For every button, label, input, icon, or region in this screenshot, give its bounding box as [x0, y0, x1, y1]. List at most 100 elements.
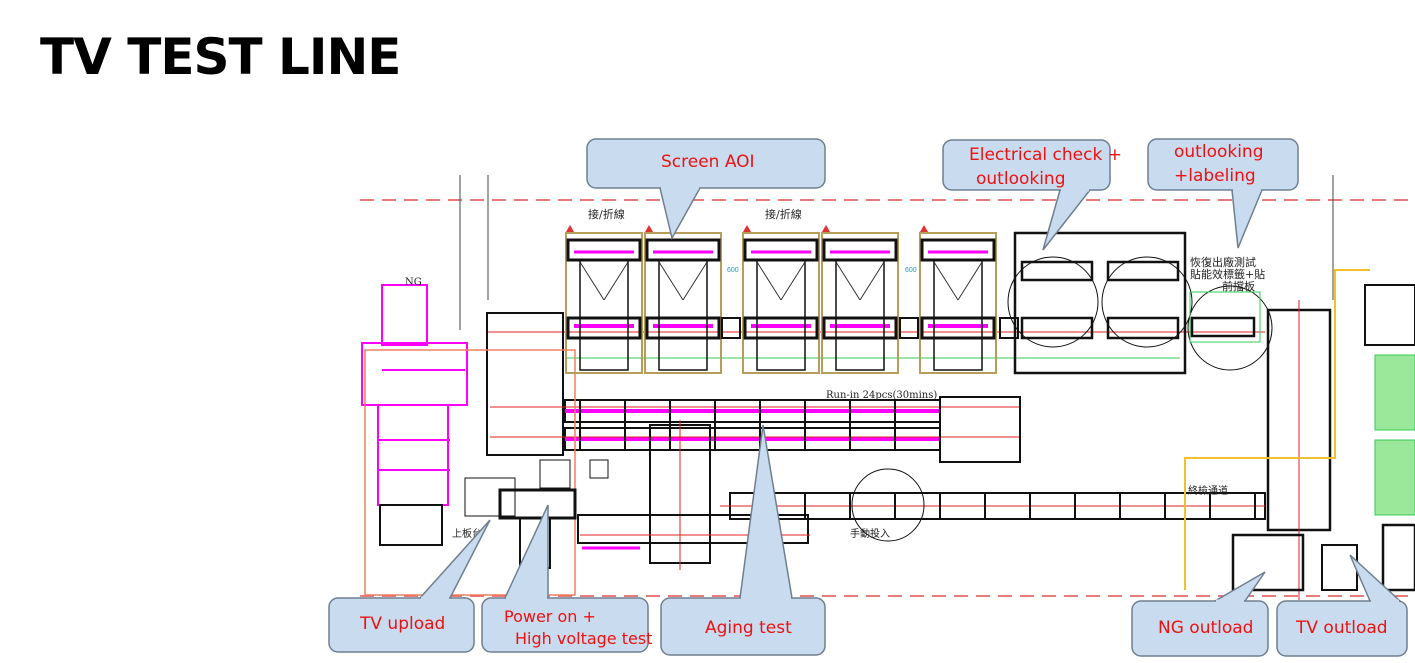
station-frame — [919, 232, 997, 374]
detail-circle — [1187, 285, 1273, 371]
side-machine — [1381, 523, 1415, 592]
electrical-conveyor — [1020, 316, 1094, 340]
electrical-fixture — [1020, 260, 1094, 282]
upload-robot-base — [464, 477, 516, 517]
callout-bubble-tv-upload — [328, 519, 491, 653]
station-brace — [859, 261, 885, 301]
aging-end-unit — [939, 396, 1021, 463]
callout-line: outlooking — [1174, 142, 1264, 162]
station-brace — [579, 261, 605, 301]
station-conveyor — [822, 316, 898, 340]
station-frame — [821, 232, 899, 374]
page-title: TV TEST LINE — [40, 28, 401, 86]
callout-bubble-electrical-check — [942, 139, 1111, 251]
final-channel-label: 終檢通道 — [1188, 484, 1228, 497]
labeling-conveyor — [1190, 316, 1256, 338]
warning-icon — [920, 225, 928, 232]
callout-box — [328, 597, 475, 653]
callout-ng-outload: NG outload — [1158, 618, 1254, 638]
lower-conveyor — [577, 514, 809, 544]
callout-box — [481, 597, 649, 653]
labeling-frame — [1189, 291, 1261, 343]
transfer-block — [721, 317, 741, 339]
test-station — [742, 225, 820, 374]
safety-fence — [1184, 269, 1370, 590]
reset-label: 貼能效標籤+貼 — [1190, 267, 1265, 281]
callout-pointer — [418, 519, 491, 599]
test-station — [821, 225, 899, 374]
callout-bubble-tv-outload — [1276, 554, 1408, 657]
station-conveyor — [743, 316, 819, 340]
callout-box — [1131, 600, 1269, 657]
station-brace — [957, 261, 983, 301]
warning-icon — [822, 225, 830, 232]
callout-line: +labeling — [1174, 166, 1256, 186]
callout-pointer — [1231, 189, 1264, 249]
callout-line: outlooking — [976, 169, 1066, 189]
station-conveyor — [645, 316, 721, 340]
electrical-conveyor — [1106, 316, 1180, 340]
side-machine — [1364, 284, 1415, 346]
callout-line: Electrical check + — [969, 145, 1122, 165]
transfer-block — [999, 317, 1019, 339]
callout-box — [1276, 600, 1408, 657]
detail-circle — [1101, 256, 1193, 348]
test-station — [565, 225, 643, 374]
callout-electrical-check: Electrical check + outlooking — [969, 143, 1122, 191]
electrical-fixture — [1106, 260, 1180, 282]
callout-tv-upload: TV upload — [360, 614, 446, 634]
callout-box — [1147, 138, 1299, 191]
callout-line: Power on + — [504, 607, 596, 626]
reset-label: 前擋板 — [1222, 279, 1255, 293]
callout-aging-test: Aging test — [705, 618, 792, 638]
callout-bubble-power-on — [481, 504, 649, 653]
station-body — [756, 259, 806, 371]
transfer-block — [899, 317, 919, 339]
ng-outload-rack — [1231, 533, 1305, 592]
station-frame — [565, 232, 643, 374]
ng-label: NG — [405, 277, 422, 288]
callout-pointer — [1349, 554, 1402, 602]
warning-icon — [743, 225, 751, 232]
callout-labeling: outlooking +labeling — [1174, 140, 1264, 188]
run-in-label: Run-in 24pcs(30mins) — [826, 390, 937, 401]
dimension-label: 600 — [727, 267, 739, 274]
station-conveyor — [920, 316, 996, 340]
electrical-check-enclosure — [1013, 231, 1187, 375]
callout-screen-aoi: Screen AOI — [661, 152, 755, 172]
callout-bubble-ng-outload — [1131, 571, 1269, 657]
callout-bubble-screen-aoi — [586, 138, 826, 241]
callout-pointer — [503, 504, 549, 599]
test-station — [919, 225, 997, 374]
manual-input-label: 手動投入 — [850, 527, 890, 540]
callout-line: High voltage test — [515, 629, 653, 648]
fold-line-label: 接/折線 — [765, 207, 802, 221]
warning-icon — [566, 225, 574, 232]
callout-bubble-aging-test — [660, 424, 826, 656]
station-frame — [644, 232, 722, 374]
side-green-area — [1374, 354, 1415, 431]
callout-bubble-labeling — [1147, 138, 1299, 249]
station-brace — [933, 261, 959, 301]
station-frame — [742, 232, 820, 374]
station-conveyor — [566, 316, 642, 340]
station-brace — [780, 261, 806, 301]
station-body — [933, 259, 983, 371]
warning-icon — [645, 225, 653, 232]
detail-circle — [1007, 256, 1099, 348]
square-marker — [589, 459, 609, 479]
callout-box — [942, 139, 1111, 191]
station-brace — [835, 261, 861, 301]
station-brace — [682, 261, 708, 301]
fold-line-label: 接/折線 — [588, 207, 625, 221]
station-body — [579, 259, 629, 371]
callout-pointer — [739, 424, 793, 599]
station-body — [835, 259, 885, 371]
left-lift — [486, 312, 564, 456]
ng-buffer — [381, 284, 428, 346]
station-brace — [603, 261, 629, 301]
callout-tv-outload: TV outload — [1296, 618, 1388, 638]
callout-box — [586, 138, 826, 189]
